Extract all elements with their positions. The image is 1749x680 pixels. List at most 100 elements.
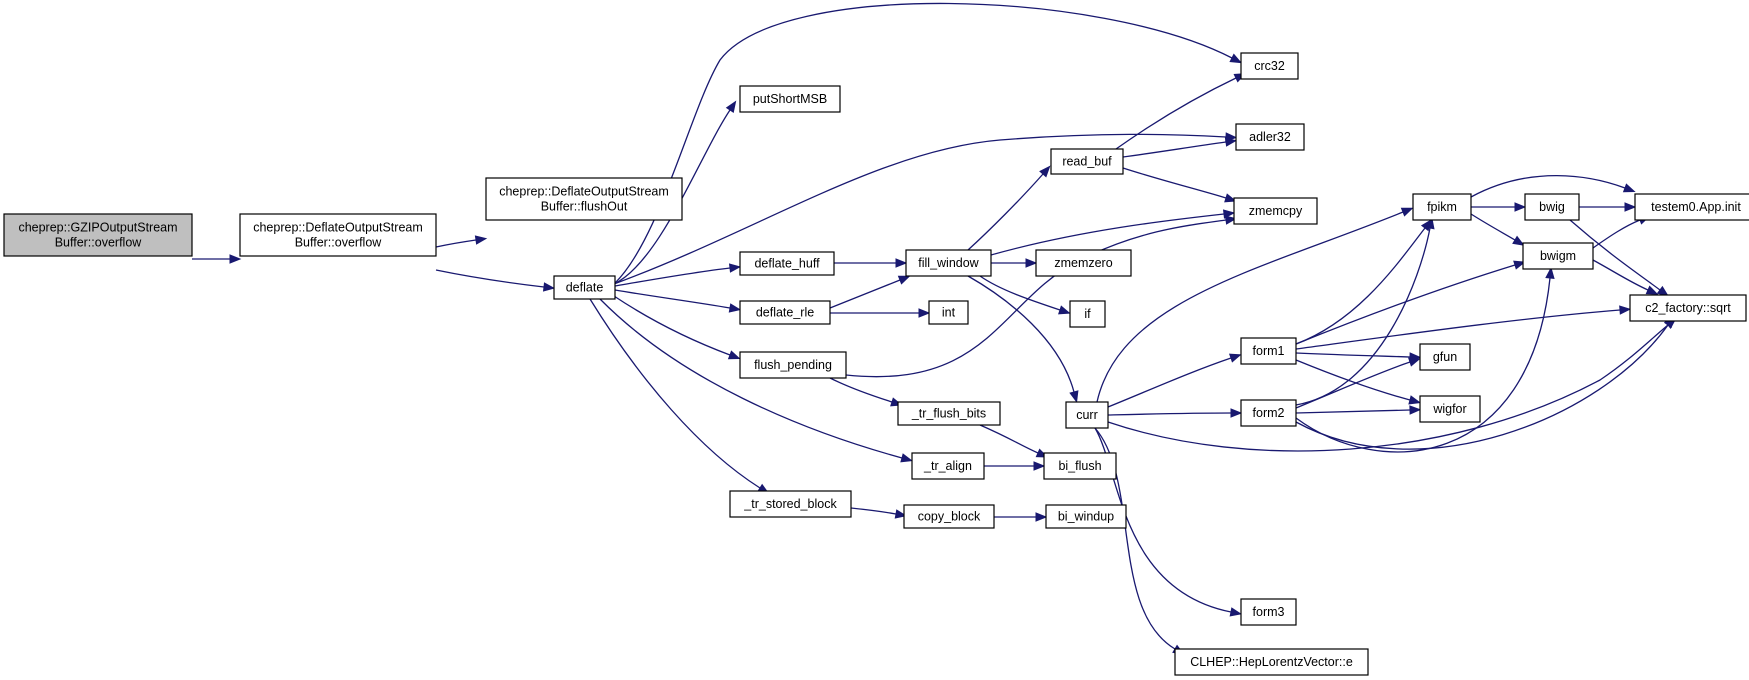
edge-fill_window-to-read_buf (967, 165, 1051, 251)
node-label: bi_windup (1058, 510, 1114, 524)
node-label: c2_factory::sqrt (1645, 301, 1731, 315)
node-label: fill_window (918, 256, 979, 270)
node-tr-flush-bits[interactable]: _tr_flush_bits (897, 401, 1001, 426)
node-read-buf[interactable]: read_buf (1050, 148, 1124, 175)
node-dosb-flushOut[interactable]: cheprep::DeflateOutputStreamBuffer::flus… (485, 177, 683, 221)
node-box (1240, 337, 1297, 365)
edge-line (1295, 227, 1431, 406)
arrowhead-icon (1229, 53, 1243, 64)
node-testem0[interactable]: testem0.App.init (1634, 193, 1749, 221)
arrowhead-icon (1069, 390, 1079, 403)
node-label: form3 (1253, 605, 1285, 619)
edge-line (1295, 309, 1621, 350)
node-copy-block[interactable]: copy_block (903, 504, 995, 529)
node-adler32[interactable]: adler32 (1235, 123, 1305, 151)
arrowhead-icon (1545, 266, 1555, 279)
node-crc32[interactable]: crc32 (1240, 52, 1299, 80)
node-gfun[interactable]: gfun (1419, 343, 1471, 371)
edge-copy_block-to-bi_windup (994, 512, 1048, 522)
node-deflate-rle[interactable]: deflate_rle (739, 300, 831, 325)
node-putShortMSB[interactable]: putShortMSB (739, 85, 841, 113)
node-box (739, 351, 847, 379)
edge-fill_window-to-zmemcpy (990, 209, 1236, 256)
node-label: gfun (1433, 350, 1457, 364)
edge-read_buf-to-adler32 (1122, 137, 1238, 158)
node-deflate-huff[interactable]: deflate_huff (739, 251, 835, 276)
arrowhead-icon (1025, 258, 1038, 268)
node-int[interactable]: int (928, 300, 969, 325)
node-label: deflate_huff (754, 257, 820, 271)
node-label: _tr_stored_block (743, 497, 837, 511)
node-if[interactable]: if (1069, 300, 1106, 328)
node-box (729, 490, 852, 518)
edge-deflate-to-tr_align (599, 298, 913, 463)
node-label: deflate_rle (756, 306, 814, 320)
node-dosb-overflow[interactable]: cheprep::DeflateOutputStreamBuffer::over… (239, 213, 437, 257)
edge-line (613, 133, 1227, 285)
edge-dosb_overflow-to-dosb_flushOut (435, 235, 488, 248)
arrowhead-icon (1400, 207, 1414, 217)
node-bi-windup[interactable]: bi_windup (1045, 504, 1127, 529)
arrowhead-icon (728, 303, 742, 313)
edge-curr-to-form2 (1107, 408, 1243, 418)
arrowhead-icon (1035, 512, 1048, 522)
arrowhead-icon (1425, 216, 1435, 230)
edge-line (613, 2, 1233, 285)
arrowhead-icon (1645, 285, 1659, 295)
edge-line (1122, 141, 1227, 158)
edge-tr_flush_bits-to-bi_flush (979, 424, 1049, 458)
node-box (903, 504, 995, 529)
node-clhep-e[interactable]: CLHEP::HepLorentzVector::e (1174, 648, 1369, 676)
edge-line (614, 267, 731, 287)
edge-form2-to-wigfor (1295, 405, 1422, 415)
arrowhead-icon (1224, 193, 1237, 203)
node-fill-window[interactable]: fill_window (905, 249, 992, 277)
call-graph-edges (192, 2, 1677, 655)
edge-line (829, 377, 893, 403)
node-box (739, 251, 835, 276)
node-bi-flush[interactable]: bi_flush (1043, 452, 1117, 480)
node-box (1050, 148, 1124, 175)
node-form1[interactable]: form1 (1240, 337, 1297, 365)
edge-line (613, 295, 731, 356)
edge-fpikm-to-testem0 (1470, 175, 1636, 198)
edge-line (1295, 324, 1669, 450)
edge-form1-to-sqrt (1295, 305, 1632, 350)
node-curr[interactable]: curr (1065, 401, 1109, 429)
node-zmemcpy[interactable]: zmemcpy (1233, 197, 1318, 225)
node-deflate[interactable]: deflate (553, 275, 616, 300)
node-zmemzero[interactable]: zmemzero (1035, 249, 1132, 277)
node-wigfor[interactable]: wigfor (1419, 395, 1481, 423)
node-fpikm[interactable]: fpikm (1412, 193, 1472, 221)
node-form2[interactable]: form2 (1240, 399, 1297, 427)
arrowhead-icon (1409, 405, 1422, 415)
node-tr-stored-block[interactable]: _tr_stored_block (729, 490, 852, 518)
node-label: cheprep::DeflateOutputStream (499, 185, 669, 199)
node-box (1240, 399, 1297, 427)
edge-form2-to-fpikm (1295, 216, 1435, 406)
node-label: Buffer::flushOut (541, 200, 628, 214)
edge-line (1295, 352, 1411, 358)
node-root[interactable]: cheprep::GZIPOutputStreamBuffer::overflo… (3, 213, 193, 257)
node-tr-align[interactable]: _tr_align (911, 452, 985, 480)
node-bwig[interactable]: bwig (1524, 193, 1580, 221)
edge-line (1295, 359, 1411, 401)
node-label: crc32 (1254, 59, 1285, 73)
node-box (3, 213, 193, 257)
node-label: flush_pending (754, 358, 832, 372)
edge-line (589, 298, 761, 489)
edge-line (599, 298, 903, 459)
node-form3[interactable]: form3 (1240, 598, 1297, 626)
edge-flush_pending-to-tr_flush_bits (829, 377, 903, 407)
edge-line (1107, 324, 1669, 452)
edge-fill_window-to-if (979, 275, 1071, 315)
node-flush-pending[interactable]: flush_pending (739, 351, 847, 379)
node-bwigm[interactable]: bwigm (1522, 242, 1594, 270)
node-sqrt[interactable]: c2_factory::sqrt (1629, 294, 1747, 322)
arrowhead-icon (918, 308, 931, 318)
edge-line (435, 269, 545, 288)
node-label: bi_flush (1058, 459, 1101, 473)
arrowhead-icon (1224, 215, 1238, 225)
node-box (739, 85, 841, 113)
arrowhead-icon (1224, 137, 1238, 147)
